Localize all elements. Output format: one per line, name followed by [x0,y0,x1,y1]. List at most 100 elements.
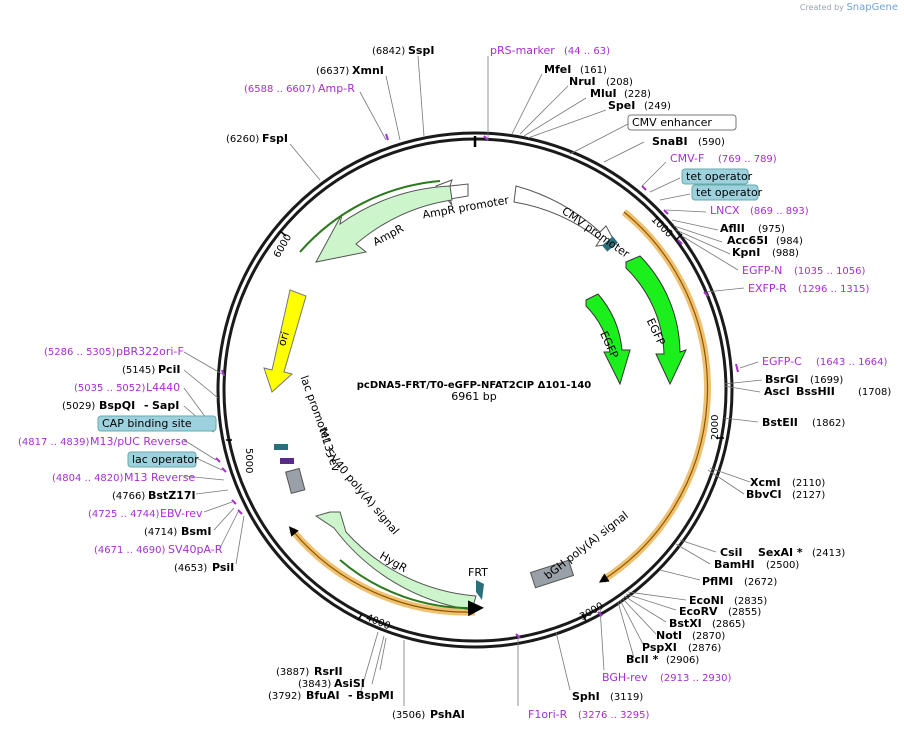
aflii-label: AflII [720,222,745,235]
tick-mark-4000 [357,613,363,621]
m13-rev-box [280,458,294,464]
cmv-enhancer-label: CMV enhancer [632,116,712,129]
lac-operator-box [127,451,197,468]
mlui-pos: (228) [624,89,651,100]
sspi-pos: (6842) [372,46,405,57]
sapi-label: SapI [152,399,179,412]
bcli-pos: (2906) [666,655,699,666]
xmni-label: XmnI [352,64,384,77]
plasmid-size: 6961 bp [451,390,496,403]
pflmi-pos: (2672) [744,577,777,588]
snapgene-branding: Created by SnapGene [800,2,898,13]
primer-mark-bgh-rev [597,611,603,617]
ampr-arrow [315,185,453,263]
tick-mark-6000 [279,230,287,237]
tet-operator-box-1 [681,168,749,185]
psii-label: PsiI [212,561,234,574]
acc65i-label: Acc65I [727,234,768,247]
m13-reverse-label: M13 Reverse [124,471,195,484]
lncx-label: LNCX [710,204,740,217]
bbvci-label: BbvCI [746,488,782,501]
ebv-rev-pos: (4725 .. 4744) [88,509,160,520]
rsrii-label: RsrII [314,665,343,678]
tet-operator-box [602,236,618,252]
tet-operator-box-2 [691,184,759,201]
bfuai-label: BfuAI [306,689,340,702]
bspqi-pos: (5029) [62,401,95,412]
pshai-label: PshAI [430,708,465,721]
m13-reverse-pos: (4804 .. 4820) [52,473,124,484]
pcii-pos: (5145) [122,365,155,376]
sv40pa-r-pos: (4671 .. 4690) [94,545,166,556]
bcli-label: BclI * [626,653,659,666]
bfuai-pos: (3792) [268,691,301,702]
primer-mark-pbr322ori-f [221,369,225,377]
tick-mark-1000 [675,233,683,241]
pbr322ori-f-pos: (5286 .. 5305) [44,347,116,358]
pflmi-label: PflMI [702,575,733,588]
ecorv-label: EcoRV [679,605,718,618]
exfp-r-label: EXFP-R [748,282,787,295]
spei-pos: (249) [644,101,671,112]
sphi-pos: (3119) [610,692,643,703]
primer-mark-cmv-f [641,185,647,191]
primer-mark-m13-reverse [221,467,227,473]
lncx-pos: (869 .. 893) [750,206,809,217]
sv40pa-r-label: SV40pA-R [168,543,223,556]
noti-label: NotI [656,629,682,642]
bspqi-label: BspQI [99,399,135,412]
cmv-f-pos: (769 .. 789) [718,154,777,165]
ebv-rev-label: EBV-rev [160,507,203,520]
primer-mark-prs-marker [483,135,489,141]
econi-label: EcoNI [689,594,724,607]
sexai-label: SexAI * [758,546,803,559]
bsteii-label: BstEII [762,416,798,429]
ecorv-pos: (2855) [728,607,761,618]
nrui-label: NruI [569,75,596,88]
tick-mark-3000 [581,613,587,622]
plasmid-name: pcDNA5-FRT/T0-eGFP-NFAT2CIP Δ101-140 [357,380,592,391]
bsmi-pos: (4714) [144,527,177,538]
egfp-arrow-outer [625,255,687,386]
f1ori-r-label: F1ori-R [528,708,568,721]
sspi-label: SspI [408,44,434,57]
prs-marker-label: pRS-marker [490,44,555,57]
bsrgi-label: BsrGI [765,373,798,386]
xcmi-pos: (2110) [792,478,825,489]
bstxi-pos: (2865) [712,619,745,630]
bamhi-label: BamHI [714,558,755,571]
primer-mark-egfp-c [735,363,739,373]
pspxi-label: PspXI [642,641,677,654]
created-by-label: Created by [799,3,844,12]
f1ori-r-pos: (3276 .. 3295) [578,710,650,721]
asci-label: AscI [764,385,790,398]
egfp-c-pos: (1643 .. 1664) [816,357,888,368]
aflii-pos: (975) [758,224,785,235]
ori-arrow [263,289,307,393]
m13-puc-reverse-label: M13/pUC Reverse [90,435,188,448]
frt-marker [476,580,484,600]
pspxi-pos: (2876) [688,643,721,654]
bsshii-label: BssHII [796,385,835,398]
egfp-orf-line [598,211,709,583]
mfei-label: MfeI [544,63,571,76]
cmv-promoter-label: CMV promoter [559,204,632,260]
l4440-label: L4440 [146,381,180,394]
bspmi-label: - [348,689,353,702]
amp-r-pos: (6588 .. 6607) [244,84,316,95]
bsteii-pos: (1862) [812,418,845,429]
rsrii-pos: (3887) [276,667,309,678]
bstxi-label: BstXI [669,617,702,630]
pbr322ori-f-label: pBR322ori-F [116,345,184,358]
acc65i-pos: (984) [776,236,803,247]
pshai-pos: (3506) [392,710,425,721]
bgh-rev-label: BGH-rev [602,671,648,684]
amp-r-label: Amp-R [318,82,355,95]
mlui-label: MluI [590,87,617,100]
bspmi-name: BspMI [356,689,394,702]
snabi-pos: (590) [698,137,725,148]
tet-operator-label-2: tet operator [696,186,763,199]
primer-mark-amp-r [385,133,389,141]
bamhi-pos: (2500) [766,560,799,571]
cap-binding-site-box [97,415,217,432]
